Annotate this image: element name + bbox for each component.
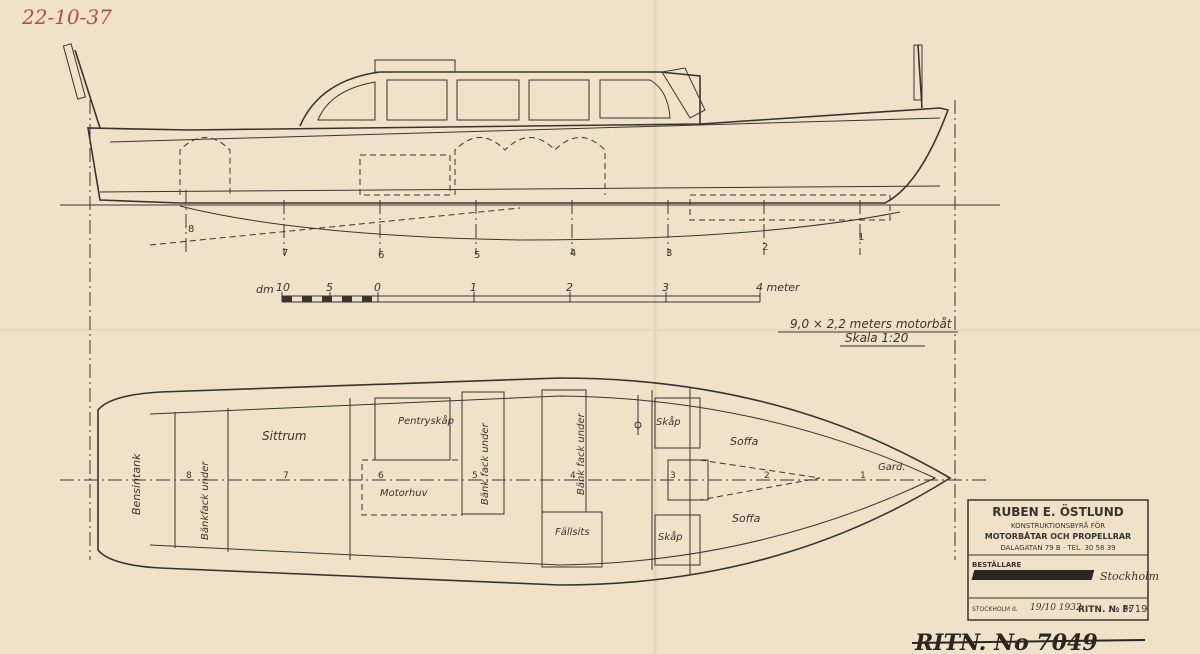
window-3 (456, 79, 520, 121)
station-lines (89, 100, 956, 560)
engine-cover (361, 459, 463, 516)
shaft-line (149, 207, 521, 246)
stamp-address: DALAGATAN 79 B · TEL. 30 58 39 (1000, 544, 1115, 552)
scale-tick-4-meter: 4 meter (756, 281, 801, 294)
stamp-redaction (971, 570, 1095, 580)
profile-station-labels: 8 7 6 5 4 3 2 1 (188, 224, 864, 261)
scale-bar: dm 10 5 0 1 2 3 4 meter (256, 281, 801, 303)
bow-staff (917, 44, 923, 109)
plan-station-1: 1 (860, 471, 866, 481)
profile-station-3: 3 (666, 248, 672, 259)
plan-labels: Bensintank Bänkfack under Sittrum Pentry… (130, 412, 906, 543)
label-gard: Gard. (878, 462, 906, 473)
label-pentryskap: Pentryskåp (398, 414, 454, 427)
drawing-title: 9,0 × 2,2 meters motorbåt Skala 1:20 (778, 317, 958, 347)
label-soffa-top: Soffa (730, 435, 759, 448)
label-bankfack-aft: Bänkfack under (200, 461, 211, 540)
scale-tick-3: 3 (662, 281, 669, 294)
plan-station-6: 6 (378, 471, 384, 481)
profile-view (60, 43, 1000, 246)
folding-seat (541, 511, 603, 568)
stamp-bestallare-value: Stockholm (1100, 570, 1159, 583)
window-2 (386, 79, 448, 121)
plan-station-4: 4 (570, 471, 576, 481)
roof-hatch (374, 59, 456, 73)
plan-station-5: 5 (472, 471, 478, 481)
aft-seat-profile (179, 137, 231, 195)
keel-line (179, 205, 901, 241)
hull-outline (87, 107, 950, 204)
profile-station-5: 5 (474, 250, 480, 261)
plan-station-7: 7 (283, 471, 289, 481)
window-1 (317, 81, 376, 121)
pentry-cabinet (374, 397, 451, 461)
scale-tick-10: 10 (276, 281, 290, 294)
profile-station-8: 8 (188, 224, 194, 235)
label-bankfack-mid1: Bänk fack under (480, 422, 491, 505)
label-bankfack-mid2: Bänk fack under (576, 412, 587, 495)
title-stamp: RUBEN E. ÖSTLUND KONSTRUKTIONSBYRÅ FÖR M… (967, 499, 1159, 621)
window-4 (528, 79, 590, 121)
profile-station-2: 2 (762, 242, 768, 253)
plan-station-labels: 8 7 6 5 4 3 2 1 (186, 471, 866, 481)
title-line-2: Skala 1:20 (845, 331, 909, 345)
cabin-roof (299, 71, 701, 127)
label-skap-bottom: Skåp (658, 530, 683, 543)
forward-triangle (699, 459, 821, 501)
stern-staff (74, 49, 101, 129)
scale-tick-5: 5 (326, 281, 333, 294)
header-note: 22-10-37 (21, 5, 112, 29)
windshield (661, 67, 706, 119)
footer-strike (911, 639, 1146, 644)
stamp-bestallare-label: BESTÄLLARE (972, 560, 1022, 569)
stamp-name: RUBEN E. ÖSTLUND (992, 504, 1124, 519)
stamp-city-label: STOCKHOLM d. (972, 606, 1018, 613)
title-line-1: 9,0 × 2,2 meters motorbåt (790, 317, 953, 331)
cabinet-top (654, 397, 701, 449)
plan-view (60, 377, 990, 586)
window-5 (599, 79, 671, 119)
cabinet-bottom (654, 514, 701, 566)
stamp-specialty: MOTORBÅTAR OCH PROPELLRAR (985, 531, 1131, 541)
helm-console (667, 459, 709, 501)
bench-port (461, 391, 505, 515)
profile-station-1: 1 (858, 232, 864, 243)
engine-box-profile (359, 154, 451, 196)
profile-station-4: 4 (570, 248, 576, 259)
label-skap-top: Skåp (656, 415, 681, 428)
stamp-date: 19/10 1932 (1030, 603, 1082, 613)
scale-tick-0: 0 (374, 281, 381, 294)
scale-tick-1: 1 (470, 281, 477, 294)
label-fallsits: Fällsits (555, 527, 590, 538)
profile-station-7: 7 (282, 248, 288, 259)
sheer-line (109, 117, 941, 143)
scale-tick-2: 2 (566, 281, 573, 294)
profile-station-6: 6 (378, 250, 384, 261)
label-soffa-bottom: Soffa (732, 512, 761, 525)
plan-station-3: 3 (670, 471, 676, 481)
stamp-subtitle: KONSTRUKTIONSBYRÅ FÖR (1011, 521, 1105, 530)
label-motorhuv: Motorhuv (380, 488, 429, 499)
plan-deck-line (149, 395, 937, 566)
plan-station-2: 2 (764, 471, 770, 481)
stern-flag (62, 43, 86, 100)
bow-flag (913, 44, 923, 101)
rub-rail (99, 185, 941, 193)
scale-unit: dm (256, 283, 274, 296)
plan-station-8: 8 (186, 471, 192, 481)
bench-arches (454, 137, 606, 195)
forward-berth-profile (689, 194, 891, 221)
label-bensintank: Bensintank (130, 453, 143, 515)
stamp-ritn-label: RITN. № F: (1078, 605, 1132, 615)
plan-hull-outline (97, 377, 952, 586)
stamp-ritn-number: 3719 (1122, 604, 1147, 615)
label-sittrum: Sittrum (262, 429, 307, 443)
